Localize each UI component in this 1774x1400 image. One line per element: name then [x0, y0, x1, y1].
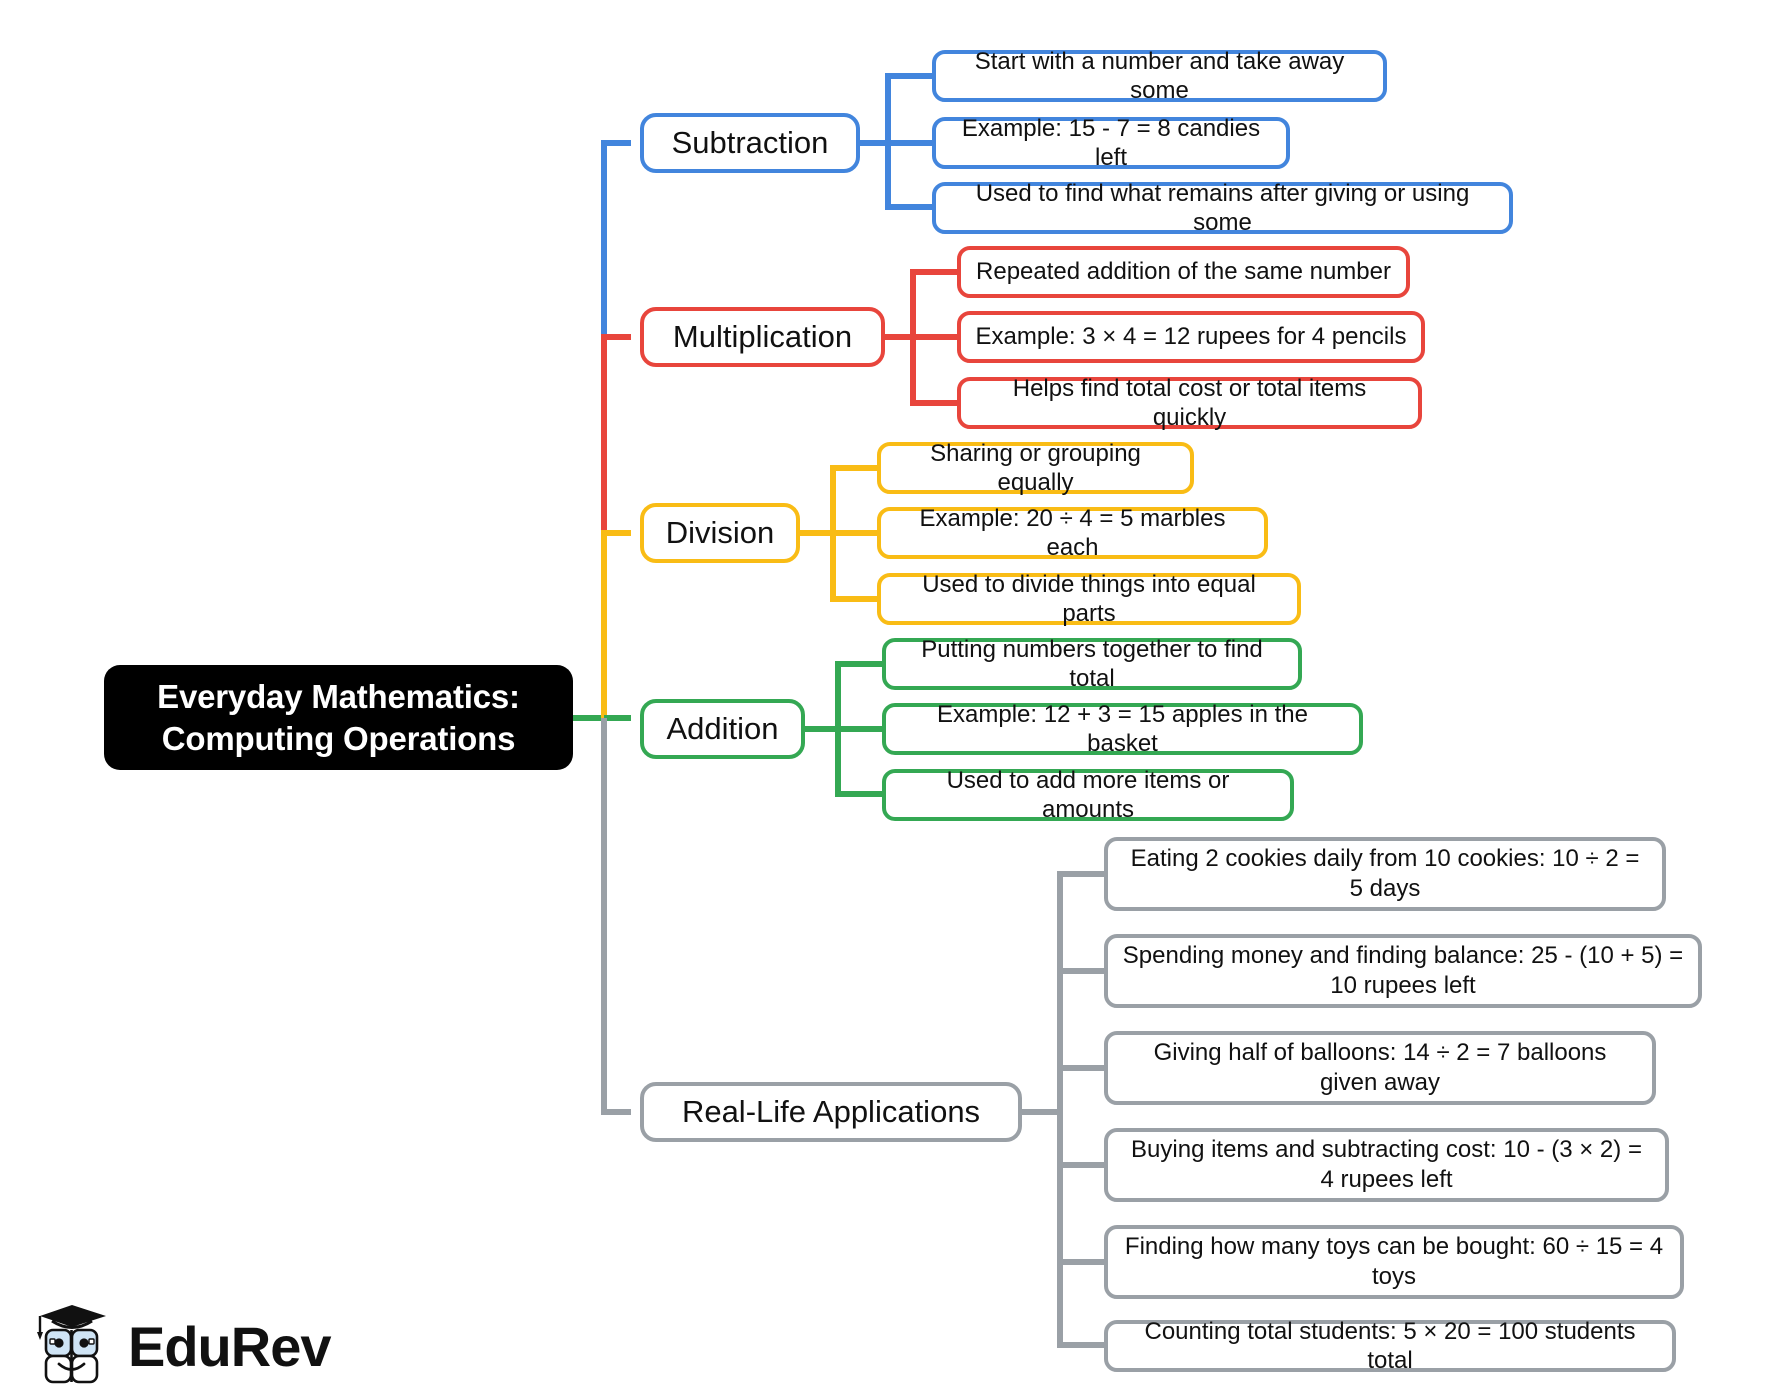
leaf-node-real-life-2[interactable]: Spending money and finding balance: 25 -… — [1104, 934, 1702, 1008]
edge-reallife-child-6 — [1057, 1112, 1104, 1348]
edge-reallife-child-2 — [1057, 968, 1104, 1112]
leaf-node-subtraction-3[interactable]: Used to find what remains after giving o… — [932, 180, 1513, 236]
leaf-node-real-life-1[interactable]: Eating 2 cookies daily from 10 cookies: … — [1104, 837, 1666, 911]
root-node[interactable]: Everyday Mathematics: Computing Operatio… — [104, 665, 573, 770]
edge-multiplication-child-1 — [910, 269, 957, 337]
edge-multiplication-child-3 — [910, 337, 957, 406]
edge-reallife-child-4 — [1057, 1112, 1104, 1168]
leaf-node-subtraction-2[interactable]: Example: 15 - 7 = 8 candies left — [932, 115, 1290, 171]
leaf-node-multiplication-2[interactable]: Example: 3 × 4 = 12 rupees for 4 pencils — [957, 311, 1425, 363]
leaf-node-addition-2[interactable]: Example: 12 + 3 = 15 apples in the baske… — [882, 701, 1363, 757]
edge-reallife-child-3 — [1057, 1065, 1104, 1112]
edurev-wordmark: EduRev — [128, 1314, 331, 1378]
edurev-logo[interactable]: EduRev — [28, 1302, 331, 1391]
branch-node-subtraction[interactable]: Subtraction — [640, 113, 860, 173]
edge-division-child-1 — [830, 465, 877, 533]
root-node-label-line2: Computing Operations — [161, 719, 516, 757]
leaf-node-division-2[interactable]: Example: 20 ÷ 4 = 5 marbles each — [877, 505, 1268, 561]
edge-reallife-child-1 — [1057, 871, 1104, 1112]
edge-root-subtraction — [601, 140, 631, 718]
leaf-node-addition-1[interactable]: Putting numbers together to find total — [882, 636, 1302, 692]
leaf-node-division-1[interactable]: Sharing or grouping equally — [877, 440, 1194, 496]
leaf-node-multiplication-3[interactable]: Helps find total cost or total items qui… — [957, 375, 1422, 431]
edge-root-reallife — [601, 718, 631, 1115]
edge-root-multiplication — [601, 334, 631, 718]
leaf-node-subtraction-1[interactable]: Start with a number and take away some — [932, 48, 1387, 104]
leaf-node-division-3[interactable]: Used to divide things into equal parts — [877, 571, 1301, 627]
leaf-node-real-life-6[interactable]: Counting total students: 5 × 20 = 100 st… — [1104, 1318, 1676, 1374]
graduation-cap-book-mascot-icon — [28, 1302, 116, 1391]
edge-addition-child-1 — [835, 661, 882, 729]
branch-node-real-life-applications[interactable]: Real-Life Applications — [640, 1082, 1022, 1142]
edge-subtraction-child-3 — [885, 143, 932, 210]
leaf-node-multiplication-1[interactable]: Repeated addition of the same number — [957, 246, 1410, 298]
branch-node-addition[interactable]: Addition — [640, 699, 805, 759]
edge-reallife-child-5 — [1057, 1112, 1104, 1265]
branch-node-multiplication[interactable]: Multiplication — [640, 307, 885, 367]
leaf-node-real-life-4[interactable]: Buying items and subtracting cost: 10 - … — [1104, 1128, 1669, 1202]
edge-root-division — [601, 530, 631, 718]
leaf-node-real-life-5[interactable]: Finding how many toys can be bought: 60 … — [1104, 1225, 1684, 1299]
leaf-node-real-life-3[interactable]: Giving half of balloons: 14 ÷ 2 = 7 ball… — [1104, 1031, 1656, 1105]
branch-node-division[interactable]: Division — [640, 503, 800, 563]
root-node-label-line1: Everyday Mathematics: — [157, 677, 520, 715]
edge-addition-child-3 — [835, 729, 882, 797]
edge-division-child-3 — [830, 533, 877, 602]
edge-subtraction-child-1 — [885, 73, 932, 143]
leaf-node-addition-3[interactable]: Used to add more items or amounts — [882, 767, 1294, 823]
